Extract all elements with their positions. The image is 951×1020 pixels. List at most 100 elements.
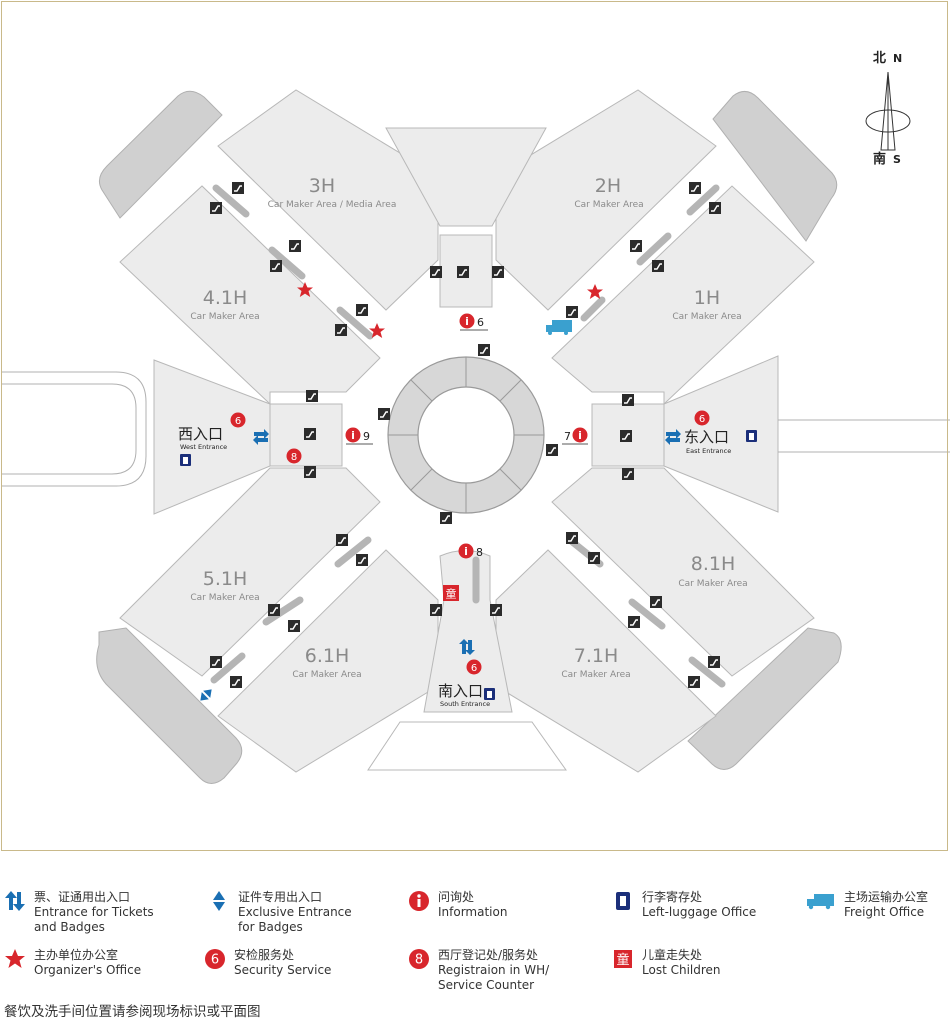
freight-truck-icon — [546, 320, 572, 335]
access-roads — [2, 371, 950, 487]
venue-map: 3H Car Maker Area / Media Area 2H Car Ma… — [1, 1, 950, 851]
svg-text:6: 6 — [211, 953, 219, 968]
escalator-icon — [565, 531, 579, 545]
svg-text:8: 8 — [291, 452, 297, 463]
escalator-icon — [355, 553, 369, 567]
escalator-icon — [629, 239, 643, 253]
map-canvas: 3H Car Maker Area / Media Area 2H Car Ma… — [2, 51, 950, 784]
escalator-icon — [707, 655, 721, 669]
badge-entrance-icon — [213, 891, 225, 911]
escalator-icon — [587, 551, 601, 565]
walkways — [210, 184, 726, 688]
organizer-offices — [297, 282, 603, 338]
lost-children-icon: 童 — [614, 950, 632, 968]
security-icon: 6 — [205, 949, 225, 969]
hall-3H-sub: Car Maker Area / Media Area — [268, 200, 397, 210]
info-point-number: 7 — [564, 430, 571, 443]
star-icon — [587, 284, 603, 299]
compass-north-zh: 北 — [873, 51, 886, 66]
svg-text:童: 童 — [616, 952, 629, 968]
escalator-icon — [377, 407, 391, 421]
escalator-icon — [456, 265, 470, 279]
escalator-icon — [439, 511, 453, 525]
info-point-west: i 9 — [345, 427, 373, 445]
hall-2H-sub: Car Maker Area — [574, 200, 643, 210]
security-icon: 6 — [230, 412, 246, 428]
escalator-icon — [621, 393, 635, 407]
hall-2H-name: 2H — [595, 175, 621, 197]
escalator-icon — [429, 603, 443, 617]
escalator-icon — [355, 303, 369, 317]
hall-6-1H-name: 6.1H — [305, 645, 350, 667]
info-points: i 6 i 9 7 i i 8 — [345, 313, 588, 559]
lost-children-icon: 童 — [443, 585, 459, 601]
compass: 北 N 南 S — [865, 51, 911, 167]
escalator-icon — [619, 429, 633, 443]
info-point-north: i 6 — [459, 313, 488, 331]
escalator-icon — [334, 323, 348, 337]
escalator-icon — [209, 201, 223, 215]
compass-south-zh: 南 — [873, 151, 886, 167]
registration-icon: 8 — [409, 949, 429, 969]
halls — [119, 89, 815, 773]
svg-text:i: i — [464, 545, 468, 558]
escalator-icon — [303, 427, 317, 441]
info-point-south: i 8 — [458, 543, 483, 559]
ticket-badge-entrance-icon — [253, 429, 269, 445]
info-point-number: 9 — [363, 430, 370, 443]
hall-8-1H-sub: Car Maker Area — [678, 579, 747, 589]
parking-lot-ne — [712, 91, 838, 242]
luggage-icon — [746, 430, 757, 442]
info-point-east: 7 i — [562, 427, 588, 445]
svg-text:6: 6 — [471, 663, 477, 674]
escalator-icon — [335, 533, 349, 547]
escalator-icon — [288, 239, 302, 253]
info-point-number: 8 — [476, 546, 483, 559]
north-funnel — [385, 127, 547, 227]
escalator-icon — [687, 675, 701, 689]
escalator-icon — [489, 603, 503, 617]
escalator-icon — [688, 181, 702, 195]
south-entrance-zh: 南入口 — [438, 682, 483, 700]
escalator-icon — [305, 389, 319, 403]
escalator-icon — [229, 675, 243, 689]
hall-8-1H-shape — [551, 467, 815, 677]
compass-south-en: S — [893, 153, 901, 166]
west-entrance-en: West Entrance — [180, 443, 227, 451]
escalator-icon — [708, 201, 722, 215]
ticket-badge-entrance-icon — [665, 429, 681, 445]
star-icon — [369, 323, 385, 338]
escalator-icon — [429, 265, 443, 279]
svg-text:6: 6 — [699, 414, 705, 425]
hall-5-1H-sub: Car Maker Area — [190, 593, 259, 603]
svg-text:i: i — [351, 429, 355, 442]
luggage-icon — [180, 454, 191, 466]
entrances: 西入口 West Entrance 东入口 East Entrance 南入口 … — [178, 425, 757, 708]
escalator-icon — [621, 467, 635, 481]
hall-4-1H-sub: Car Maker Area — [190, 312, 259, 322]
hall-labels: 3H Car Maker Area / Media Area 2H Car Ma… — [190, 175, 747, 680]
info-point-number: 6 — [477, 316, 484, 329]
svg-text:i: i — [578, 429, 582, 442]
escalator-icon — [267, 603, 281, 617]
badge-entrance-icon — [200, 689, 212, 701]
information-icon — [409, 891, 429, 911]
corridors — [153, 127, 779, 771]
luggage-icon — [484, 688, 495, 700]
hall-4-1H-name: 4.1H — [203, 287, 248, 309]
security-icon: 6 — [466, 659, 482, 675]
escalator-icon — [649, 595, 663, 609]
hall-2H-shape — [495, 89, 717, 311]
escalator-icon — [209, 655, 223, 669]
compass-north-en: N — [893, 52, 902, 65]
escalator-icon — [269, 259, 283, 273]
escalator-icon — [231, 181, 245, 195]
hall-5-1H-name: 5.1H — [203, 568, 248, 590]
svg-text:8: 8 — [415, 953, 423, 968]
